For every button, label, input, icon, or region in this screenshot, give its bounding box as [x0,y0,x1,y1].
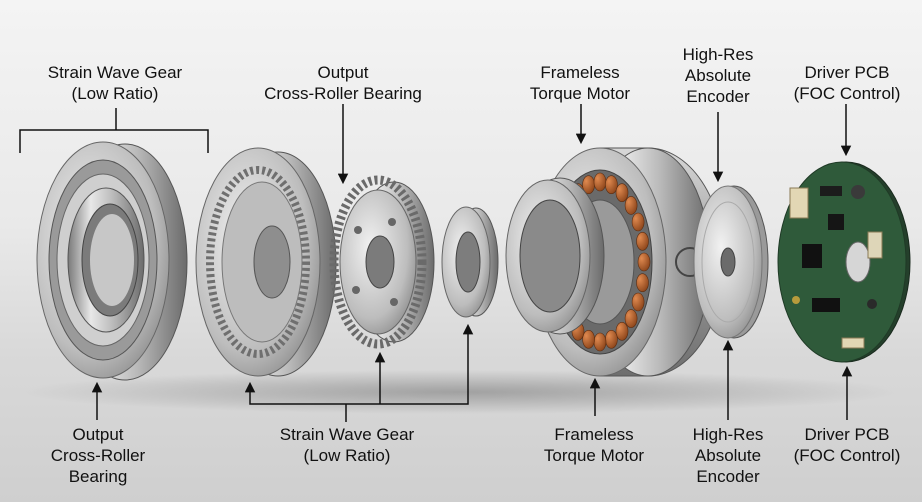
small-bearing [441,206,499,318]
driver-pcb [777,161,911,363]
stator-coil [605,175,618,194]
absolute-encoder-disc [693,185,769,339]
label-bottom-torque-motor: Frameless Torque Motor [543,425,645,465]
stator-coil [582,329,595,349]
stator-coil [593,332,607,352]
strain-wave-ring-gear [195,147,337,377]
stator-coil [631,212,645,232]
label-top-strain-wave-gear: Strain Wave Gear (Low Ratio) [47,63,183,103]
label-bottom-output-bearing: Output Cross-Roller Bearing [50,425,146,486]
label-bottom-driver-pcb: Driver PCB (FOC Control) [793,425,901,465]
label-top-output-bearing: Output Cross-Roller Bearing [264,63,422,103]
stator-coil [615,321,629,341]
stator-coil [605,329,618,349]
stator-coil [624,309,638,328]
output-cross-roller-bearing [36,141,188,381]
strain-wave-flexspline [329,175,435,349]
stator-coil [637,252,651,272]
leader-lines [19,104,853,422]
label-bottom-encoder: High-Res Absolute Encoder [692,425,764,486]
stator-coil [631,292,645,312]
stator-coil [615,183,629,202]
label-top-encoder: High-Res Absolute Encoder [682,45,754,106]
stator-coil [636,232,649,251]
frameless-torque-motor [505,147,725,377]
stator-coil [593,172,607,192]
label-top-driver-pcb: Driver PCB (FOC Control) [793,63,901,103]
stator-coil [636,273,649,293]
stator-coil [624,196,638,215]
label-bottom-strain-wave-gear: Strain Wave Gear (Low Ratio) [279,425,415,465]
label-top-torque-motor: Frameless Torque Motor [529,63,631,103]
